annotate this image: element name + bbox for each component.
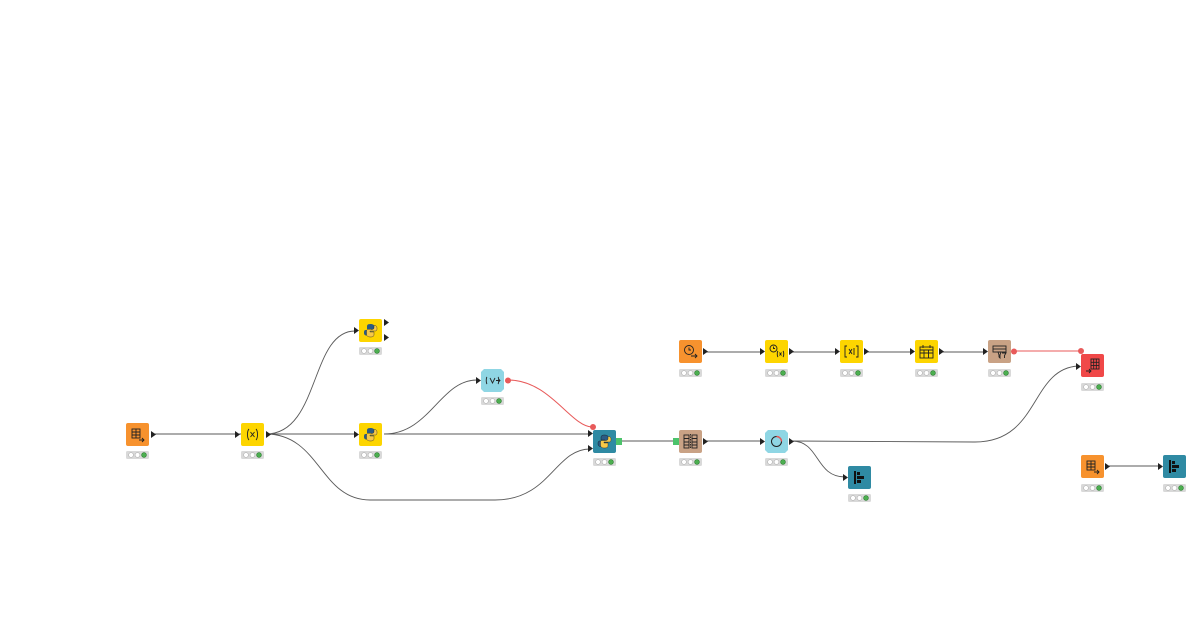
output-port-2[interactable] xyxy=(384,334,389,341)
table-source-right-node[interactable] xyxy=(1081,455,1110,492)
node-body[interactable] xyxy=(915,340,938,363)
node-status-indicator xyxy=(359,347,382,355)
python-input-port[interactable] xyxy=(673,438,679,445)
output-port[interactable] xyxy=(789,438,794,445)
input-port[interactable] xyxy=(983,348,988,355)
table-arrow-icon xyxy=(1086,460,1100,475)
flow-variable-input-port[interactable] xyxy=(590,424,596,430)
connection-loop-to-barchart[interactable] xyxy=(791,440,846,478)
output-port[interactable] xyxy=(703,348,708,355)
node-status-indicator xyxy=(1163,484,1186,492)
node-status-indicator xyxy=(679,458,702,466)
input-port-1[interactable] xyxy=(588,430,593,437)
filter-table-icon xyxy=(992,345,1007,360)
input-port[interactable] xyxy=(760,348,765,355)
python-icon xyxy=(364,428,378,442)
node-status-indicator xyxy=(765,458,788,466)
node-status-indicator xyxy=(848,494,871,502)
output-port[interactable] xyxy=(789,348,794,355)
loop-node[interactable] xyxy=(760,430,794,466)
column-manipulation-node[interactable] xyxy=(673,430,708,466)
date-time-creator-node[interactable] xyxy=(679,340,708,377)
input-port[interactable] xyxy=(1076,363,1081,370)
bar-chart-view-node[interactable] xyxy=(843,466,871,502)
output-port[interactable] xyxy=(864,348,869,355)
connections-layer xyxy=(153,330,1160,501)
table-arrow-icon xyxy=(131,428,145,443)
table-writer-node[interactable] xyxy=(1076,348,1104,391)
bracket-variable-icon xyxy=(844,345,859,358)
connection-variable-to-python-top[interactable] xyxy=(265,330,356,435)
table-writer-icon xyxy=(1086,358,1100,374)
python-script-top-node[interactable] xyxy=(354,319,389,355)
node-body[interactable] xyxy=(679,340,702,363)
table-creator-node[interactable] xyxy=(126,423,156,459)
variable-x-icon xyxy=(247,428,258,441)
date-table-node[interactable] xyxy=(910,340,944,377)
connection-variable-to-python-view[interactable] xyxy=(265,433,591,501)
flow-variable-output-port[interactable] xyxy=(505,377,511,384)
node-status-indicator xyxy=(1081,383,1104,391)
bar-chart-icon xyxy=(854,471,864,484)
variable-condition-icon xyxy=(485,376,501,385)
node-body[interactable] xyxy=(1081,455,1104,478)
column-split-icon xyxy=(683,434,698,449)
node-status-indicator xyxy=(359,451,382,459)
node-status-indicator xyxy=(840,369,863,377)
node-status-indicator xyxy=(241,451,264,459)
node-status-indicator xyxy=(915,369,938,377)
connection-python-middle-to-condition[interactable] xyxy=(383,379,478,435)
input-port[interactable] xyxy=(235,431,240,438)
python-view-node[interactable] xyxy=(588,424,622,466)
output-port[interactable] xyxy=(1105,463,1110,470)
node-status-indicator xyxy=(593,458,616,466)
filter-table-node[interactable] xyxy=(983,340,1017,377)
date-time-to-variable-node[interactable] xyxy=(760,340,794,377)
node-status-indicator xyxy=(679,369,702,377)
output-port[interactable] xyxy=(266,431,271,438)
input-port[interactable] xyxy=(354,327,359,334)
node-status-indicator xyxy=(765,369,788,377)
node-status-indicator xyxy=(481,397,504,405)
python-icon xyxy=(364,324,378,338)
node-body[interactable] xyxy=(988,340,1011,363)
node-body[interactable] xyxy=(126,423,149,446)
output-port-1[interactable] xyxy=(384,319,389,326)
python-icon xyxy=(597,434,612,449)
flow-variable-output-port[interactable] xyxy=(1011,348,1017,355)
clock-variable-icon xyxy=(769,344,785,358)
input-port[interactable] xyxy=(354,431,359,438)
input-port[interactable] xyxy=(476,377,481,384)
node-body[interactable] xyxy=(765,430,788,453)
node-status-indicator xyxy=(1081,484,1104,492)
connection-condition-to-python-view[interactable] xyxy=(507,379,593,428)
clock-icon xyxy=(684,345,698,359)
output-port[interactable] xyxy=(703,438,708,445)
input-port[interactable] xyxy=(843,474,848,481)
bar-chart-right-node[interactable] xyxy=(1158,455,1186,492)
node-body[interactable] xyxy=(840,340,863,363)
output-port[interactable] xyxy=(151,431,156,438)
string-variable-node[interactable] xyxy=(835,340,869,377)
calendar-table-icon xyxy=(919,345,934,359)
variable-creator-node[interactable] xyxy=(235,423,271,459)
bar-chart-icon xyxy=(1169,460,1179,473)
node-status-indicator xyxy=(988,369,1011,377)
python-output-port[interactable] xyxy=(616,438,622,445)
loop-icon xyxy=(771,435,783,447)
input-port-2[interactable] xyxy=(588,445,593,452)
output-port[interactable] xyxy=(939,348,944,355)
input-port[interactable] xyxy=(1158,463,1163,470)
flow-variable-input-port[interactable] xyxy=(1078,348,1084,354)
node-body[interactable] xyxy=(481,369,504,392)
input-port[interactable] xyxy=(910,348,915,355)
connection-loop-to-table-writer[interactable] xyxy=(791,365,1079,443)
input-port[interactable] xyxy=(835,348,840,355)
node-status-indicator xyxy=(126,451,149,459)
input-port[interactable] xyxy=(760,438,765,445)
node-body[interactable] xyxy=(765,340,788,363)
variable-condition-node[interactable] xyxy=(476,369,511,405)
python-script-middle-node[interactable] xyxy=(354,423,382,459)
